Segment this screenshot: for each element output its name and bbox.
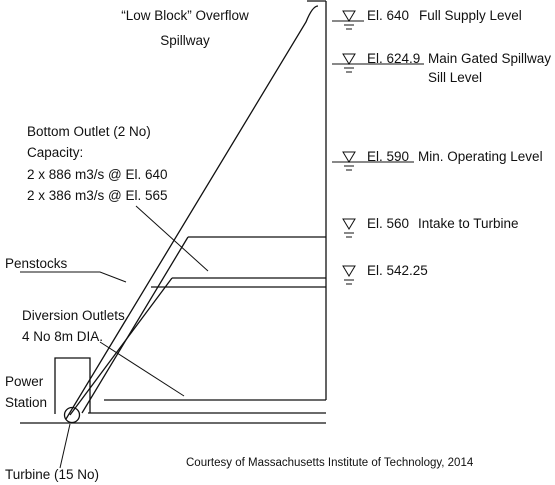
spillway-label-line1: “Low Block” Overflow [121,8,249,23]
level-el-560: El. 560 [367,216,409,231]
diversion-leader [99,341,185,397]
level-el-542: El. 542.25 [367,263,428,278]
water-level-markers [332,10,424,285]
penstock-conduit [69,236,326,416]
penstocks-leader [20,271,127,283]
turbine-circle [63,406,81,424]
level-desc-560: Intake to Turbine [418,216,519,231]
bottom-outlet-capacity-label: Capacity: [27,145,83,160]
water-level-symbol-640 [342,10,356,22]
penstocks-label: Penstocks [5,256,68,271]
leader-lines [20,205,209,469]
level-desc2-624: Sill Level [428,70,482,85]
spillway-label-line2: Spillway [160,33,210,48]
credit-text: Courtesy of Massachusetts Institute of T… [186,457,474,469]
power-station-building [54,357,91,414]
water-level-symbol-560 [342,218,356,230]
power-station-label-line2: Station [5,395,47,410]
dam-outline [20,0,327,424]
dam-downstream-face [65,5,319,420]
water-level-symbol-624 [342,53,356,65]
turbine-leader [59,423,71,469]
penstock-upper-line [81,236,189,414]
level-el-590: El. 590 [367,149,409,164]
power-station-label-line1: Power [5,374,44,389]
bottom-outlet-capacity-1: 2 x 886 m3/s @ El. 640 [27,167,168,182]
level-desc-640: Full Supply Level [419,8,522,23]
water-level-symbol-590 [342,151,356,163]
level-desc-590: Min. Operating Level [418,149,543,164]
bottom-outlet-capacity-2: 2 x 386 m3/s @ El. 565 [27,188,168,203]
power-station [54,357,91,424]
penstock-lower-line [69,277,173,416]
bottom-outlet-leader [135,205,209,272]
level-desc-624: Main Gated Spillway [428,51,551,66]
diversion-label-line2: 4 No 8m DIA. [22,329,103,344]
level-el-624: El. 624.9 [367,51,420,66]
diversion-outlet-conduit [104,286,326,401]
water-level-symbol-542 [342,265,356,277]
level-labels: El. 640 Full Supply Level El. 624.9 Main… [367,8,551,278]
level-el-640: El. 640 [367,8,409,23]
bottom-outlet-title: Bottom Outlet (2 No) [27,124,151,139]
component-labels: “Low Block” Overflow Spillway Bottom Out… [5,8,249,482]
diversion-label-line1: Diversion Outlets [22,308,125,323]
turbine-label: Turbine (15 No) [5,467,99,482]
